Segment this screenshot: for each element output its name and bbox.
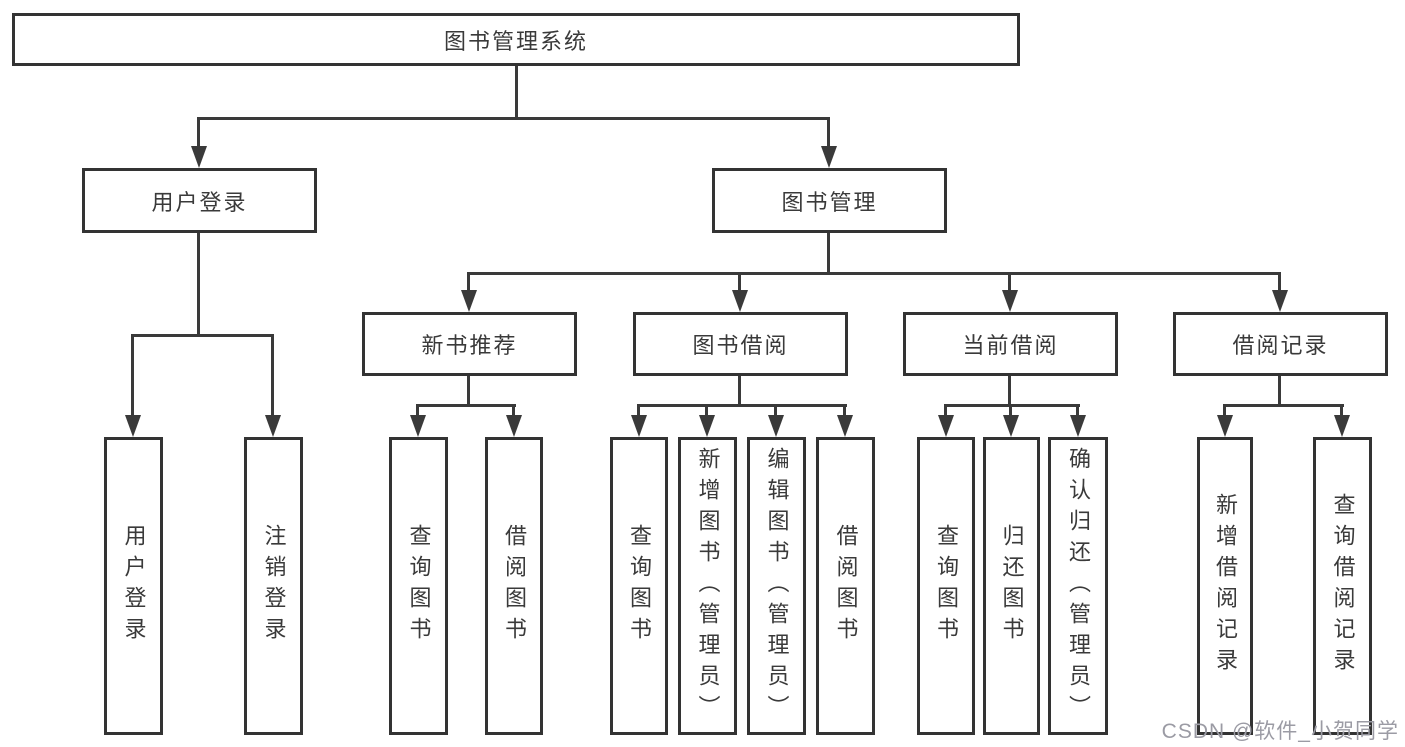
connector-line: [827, 233, 830, 274]
arrow-down-icon: [410, 415, 426, 437]
node-label: 图书管理: [781, 189, 878, 215]
connector-line: [197, 117, 200, 146]
arrow-down-icon: [1272, 290, 1288, 312]
connector-line: [467, 272, 1281, 275]
arrow-down-icon: [837, 415, 853, 437]
connector-line: [1223, 404, 1344, 407]
connector-line: [197, 117, 830, 120]
leaf-query-books-2: 查询图书: [610, 437, 668, 735]
node-label: 查询图书: [627, 524, 652, 648]
node-library-system: 图书管理系统: [12, 13, 1020, 66]
leaf-borrow-books-2: 借阅图书: [816, 437, 875, 735]
node-label: 借阅图书: [502, 524, 527, 648]
connector-line: [512, 404, 515, 415]
connector-line: [1009, 404, 1012, 415]
leaf-borrow-books-1: 借阅图书: [485, 437, 543, 735]
node-label: 用户登录: [121, 524, 147, 648]
leaf-query-borrow-record: 查询借阅记录: [1313, 437, 1372, 735]
connector-line: [1340, 404, 1343, 415]
connector-line: [827, 117, 830, 146]
connector-line: [416, 404, 419, 415]
connector-line: [1008, 272, 1011, 290]
connector-line: [705, 404, 708, 415]
node-label: 当前借阅: [962, 333, 1059, 358]
arrow-down-icon: [461, 290, 477, 312]
arrow-down-icon: [938, 415, 954, 437]
connector-line: [1278, 272, 1281, 290]
arrow-down-icon: [1003, 415, 1019, 437]
connector-line: [131, 334, 134, 415]
arrow-down-icon: [699, 415, 715, 437]
node-label: 图书管理系统: [443, 28, 588, 54]
leaf-add-book-admin: 新增图书（管理员）: [678, 437, 737, 735]
node-label: 编辑图书（管理员）: [764, 446, 790, 726]
connector-line: [1223, 404, 1226, 415]
node-label: 查询图书: [934, 524, 959, 648]
node-new-book-recommend: 新书推荐: [362, 312, 577, 376]
connector-line: [738, 272, 741, 290]
node-current-borrowing: 当前借阅: [903, 312, 1118, 376]
connector-line: [637, 404, 847, 407]
connector-line: [944, 404, 1080, 407]
leaf-return-books: 归还图书: [983, 437, 1040, 735]
leaf-query-books-1: 查询图书: [389, 437, 448, 735]
connector-line: [637, 404, 640, 415]
arrow-down-icon: [768, 415, 784, 437]
watermark: CSDN @软件_小贺同学: [1161, 720, 1399, 743]
arrow-down-icon: [732, 290, 748, 312]
arrow-down-icon: [125, 415, 141, 437]
arrow-down-icon: [191, 146, 207, 168]
leaf-edit-book-admin: 编辑图书（管理员）: [747, 437, 806, 735]
node-label: 注销登录: [261, 524, 287, 648]
node-user-login: 用户登录: [82, 168, 317, 233]
node-label: 新书推荐: [421, 333, 518, 358]
node-borrow-records: 借阅记录: [1173, 312, 1388, 376]
node-label: 新增借阅记录: [1213, 493, 1238, 679]
arrow-down-icon: [821, 146, 837, 168]
connector-line: [271, 334, 274, 415]
connector-line: [1278, 376, 1281, 406]
arrow-down-icon: [1334, 415, 1350, 437]
arrow-down-icon: [1002, 290, 1018, 312]
arrow-down-icon: [1070, 415, 1086, 437]
connector-line: [515, 66, 518, 118]
leaf-user-login: 用户登录: [104, 437, 163, 735]
node-book-management: 图书管理: [712, 168, 947, 233]
node-label: 查询图书: [406, 524, 432, 648]
connector-line: [467, 376, 470, 406]
node-label: 用户登录: [151, 189, 248, 215]
connector-line: [197, 233, 200, 336]
connector-line: [738, 376, 741, 406]
leaf-add-borrow-record: 新增借阅记录: [1197, 437, 1253, 735]
leaf-logout: 注销登录: [244, 437, 303, 735]
node-label: 查询借阅记录: [1330, 493, 1356, 679]
node-label: 新增图书（管理员）: [695, 446, 721, 726]
arrow-down-icon: [265, 415, 281, 437]
connector-line: [843, 404, 846, 415]
node-label: 归还图书: [999, 524, 1025, 648]
connector-line: [467, 272, 470, 290]
arrow-down-icon: [631, 415, 647, 437]
connector-line: [1008, 376, 1011, 406]
leaf-query-books-3: 查询图书: [917, 437, 975, 735]
node-book-borrowing: 图书借阅: [633, 312, 848, 376]
connector-line: [774, 404, 777, 415]
connector-line: [944, 404, 947, 415]
node-label: 图书借阅: [692, 333, 789, 358]
node-label: 确认归还（管理员）: [1066, 446, 1091, 726]
node-label: 借阅图书: [833, 524, 859, 648]
connector-line: [416, 404, 516, 407]
connector-line: [1076, 404, 1079, 415]
node-label: 借阅记录: [1232, 333, 1329, 358]
leaf-confirm-return-admin: 确认归还（管理员）: [1048, 437, 1108, 735]
connector-line: [131, 334, 274, 337]
arrow-down-icon: [506, 415, 522, 437]
arrow-down-icon: [1217, 415, 1233, 437]
